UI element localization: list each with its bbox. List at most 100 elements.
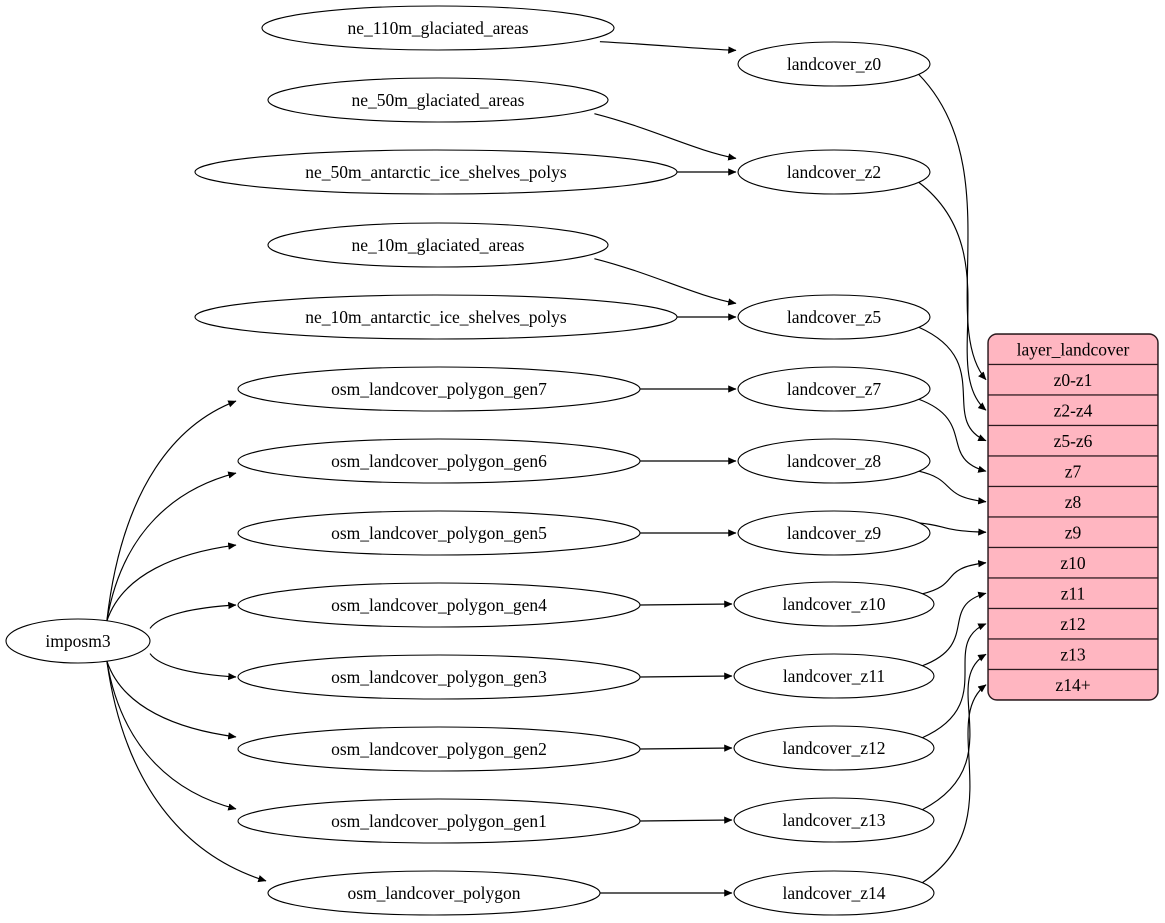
node-label: landcover_z11 — [783, 666, 885, 686]
node-ne_50m_antarctic_ice_shelves_polys[interactable]: ne_50m_antarctic_ice_shelves_polys — [194, 149, 678, 195]
node-label: landcover_z8 — [787, 451, 882, 471]
ellipse-shape — [267, 222, 609, 268]
table-row-label: z5-z6 — [1054, 431, 1093, 451]
edge-imposm3-to-osm_landcover_polygon — [106, 660, 267, 883]
edge-imposm3-to-osm_landcover_polygon_gen3 — [149, 653, 237, 681]
node-landcover_z5[interactable]: landcover_z5 — [737, 294, 931, 340]
node-osm_landcover_polygon_gen1[interactable]: osm_landcover_polygon_gen1 — [237, 798, 641, 844]
node-osm_landcover_polygon_gen6[interactable]: osm_landcover_polygon_gen6 — [237, 438, 641, 484]
node-osm_landcover_polygon_gen4[interactable]: osm_landcover_polygon_gen4 — [237, 582, 641, 628]
node-osm_landcover_polygon_gen3[interactable]: osm_landcover_polygon_gen3 — [237, 654, 641, 700]
table-row-label: z7 — [1065, 462, 1082, 482]
edge-imposm3-to-osm_landcover_polygon_gen5 — [106, 542, 237, 622]
table-row-label: z2-z4 — [1054, 401, 1093, 421]
table-row-z10[interactable] — [988, 546, 1158, 579]
ellipse-shape — [737, 149, 931, 195]
table-row-z11[interactable] — [988, 577, 1158, 610]
table-row-z9[interactable] — [988, 516, 1158, 549]
node-label: ne_50m_antarctic_ice_shelves_polys — [305, 162, 567, 182]
ellipse-shape — [733, 725, 935, 771]
edge-landcover_z11-to-layer_landcover_z11 — [921, 591, 987, 667]
node-label: osm_landcover_polygon_gen5 — [331, 523, 547, 543]
node-label: imposm3 — [45, 631, 110, 651]
ellipse-shape — [237, 798, 641, 844]
ellipse-shape — [237, 654, 641, 700]
ellipse-shape — [237, 726, 641, 772]
edge-landcover_z5-to-layer_landcover_z5-z6 — [918, 326, 987, 442]
edge-osm_landcover_polygon_gen2-to-landcover_z12 — [639, 744, 733, 752]
table-header-cell — [988, 334, 1158, 366]
ellipse-shape — [194, 294, 678, 340]
table-row-z7[interactable] — [988, 455, 1158, 488]
table-row-z13[interactable] — [988, 638, 1158, 671]
ellipse-shape — [267, 870, 601, 916]
table-row-z14+[interactable] — [988, 668, 1158, 701]
node-landcover_z13[interactable]: landcover_z13 — [733, 797, 935, 843]
node-osm_landcover_polygon_gen5[interactable]: osm_landcover_polygon_gen5 — [237, 510, 641, 556]
node-landcover_z2[interactable]: landcover_z2 — [737, 149, 931, 195]
ellipse-shape — [237, 510, 641, 556]
ellipse-shape — [733, 653, 935, 699]
node-imposm3[interactable]: imposm3 — [5, 618, 151, 664]
layer-landcover-table[interactable]: layer_landcoverz0-z1z2-z4z5-z6z7z8z9z10z… — [987, 333, 1159, 701]
ellipse-shape — [733, 581, 935, 627]
node-label: osm_landcover_polygon_gen3 — [331, 667, 547, 687]
edge-landcover_z8-to-layer_landcover_z8 — [918, 470, 987, 505]
node-landcover_z0[interactable]: landcover_z0 — [737, 41, 931, 87]
node-ne_10m_antarctic_ice_shelves_polys[interactable]: ne_10m_antarctic_ice_shelves_polys — [194, 294, 678, 340]
table-row-label: z13 — [1060, 645, 1086, 665]
node-label: ne_110m_glaciated_areas — [347, 18, 528, 38]
node-landcover_z12[interactable]: landcover_z12 — [733, 725, 935, 771]
node-osm_landcover_polygon_gen7[interactable]: osm_landcover_polygon_gen7 — [237, 366, 641, 412]
edge-landcover_z13-to-layer_landcover_z13 — [921, 653, 987, 811]
node-label: osm_landcover_polygon_gen7 — [331, 379, 547, 399]
edge-imposm3-to-osm_landcover_polygon_gen7 — [106, 400, 237, 622]
edges-group — [106, 41, 987, 897]
node-landcover_z8[interactable]: landcover_z8 — [737, 438, 931, 484]
node-ne_10m_glaciated_areas[interactable]: ne_10m_glaciated_areas — [267, 222, 609, 268]
node-osm_landcover_polygon_gen2[interactable]: osm_landcover_polygon_gen2 — [237, 726, 641, 772]
ellipse-shape — [737, 41, 931, 87]
table-row-label: z12 — [1060, 614, 1085, 634]
node-landcover_z7[interactable]: landcover_z7 — [737, 366, 931, 412]
node-landcover_z14[interactable]: landcover_z14 — [733, 870, 935, 916]
table-row-label: z14+ — [1055, 675, 1090, 695]
table-row-label: z9 — [1065, 523, 1082, 543]
node-label: landcover_z14 — [782, 883, 885, 903]
edge-imposm3-to-osm_landcover_polygon_gen1 — [106, 660, 237, 811]
table-row-z2-z4[interactable] — [988, 394, 1158, 427]
edge-imposm3-to-osm_landcover_polygon_gen2 — [106, 660, 237, 740]
node-ne_110m_glaciated_areas[interactable]: ne_110m_glaciated_areas — [261, 5, 615, 51]
node-label: landcover_z9 — [787, 523, 882, 543]
edge-landcover_z10-to-layer_landcover_z10 — [921, 560, 987, 595]
ellipse-shape — [237, 438, 641, 484]
node-label: ne_10m_antarctic_ice_shelves_polys — [305, 307, 567, 327]
table-row-label: z0-z1 — [1054, 370, 1093, 390]
edge-landcover_z2-to-layer_landcover_z2-z4 — [918, 181, 987, 411]
edge-osm_landcover_polygon_gen3-to-landcover_z11 — [639, 672, 733, 680]
ellipse-shape — [737, 294, 931, 340]
table-row-z0-z1[interactable] — [988, 363, 1158, 396]
node-label: osm_landcover_polygon_gen4 — [331, 595, 547, 615]
table-header-label: layer_landcover — [1017, 340, 1130, 360]
node-label: landcover_z7 — [787, 379, 882, 399]
table-outline — [987, 333, 1159, 701]
node-osm_landcover_polygon[interactable]: osm_landcover_polygon — [267, 870, 601, 916]
node-landcover_z9[interactable]: landcover_z9 — [737, 510, 931, 556]
node-landcover_z10[interactable]: landcover_z10 — [733, 581, 935, 627]
node-label: osm_landcover_polygon — [347, 883, 520, 903]
node-label: ne_50m_glaciated_areas — [352, 90, 525, 110]
table-row-label: z8 — [1065, 492, 1082, 512]
nodes-group: imposm3 ne_110m_glaciated_areas ne_50m_gla… — [5, 5, 935, 916]
ellipse-shape — [261, 5, 615, 51]
table-row-label: z11 — [1061, 584, 1086, 604]
node-label: landcover_z5 — [787, 307, 882, 327]
ellipse-shape — [237, 582, 641, 628]
node-label: osm_landcover_polygon_gen1 — [331, 811, 547, 831]
node-landcover_z11[interactable]: landcover_z11 — [733, 653, 935, 699]
edge-landcover_z7-to-layer_landcover_z7 — [918, 398, 987, 473]
edge-landcover_z14-to-layer_landcover_z14_ — [921, 684, 987, 884]
node-ne_50m_glaciated_areas[interactable]: ne_50m_glaciated_areas — [267, 77, 609, 123]
node-label: landcover_z0 — [787, 54, 882, 74]
